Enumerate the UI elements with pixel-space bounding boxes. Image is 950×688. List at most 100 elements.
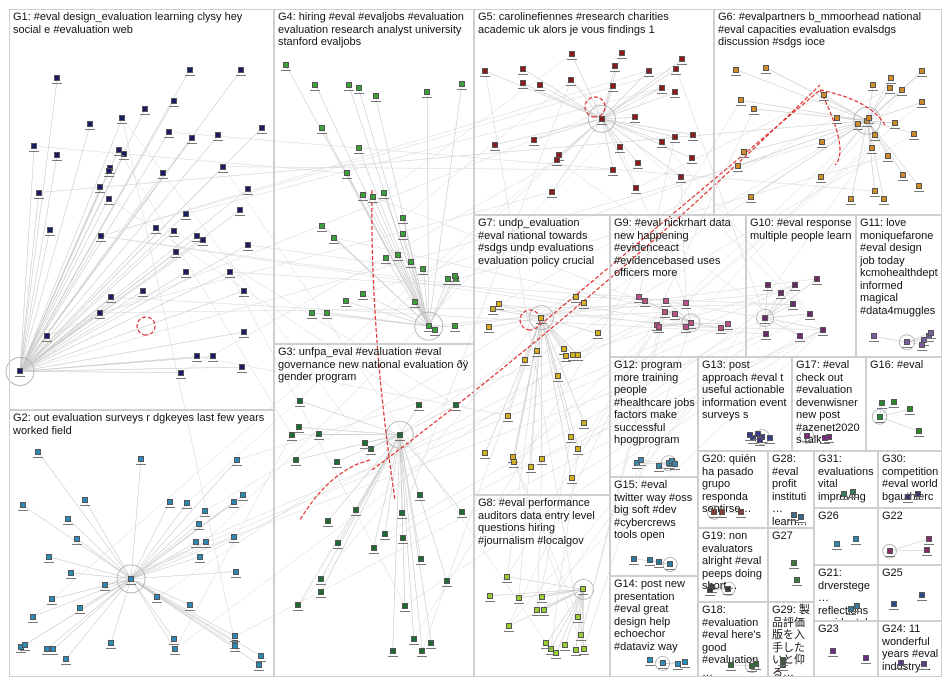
node-g5[interactable]	[658, 138, 665, 145]
node-g8[interactable]	[543, 640, 550, 647]
node-g6[interactable]	[866, 115, 873, 122]
node-g7[interactable]	[563, 352, 570, 359]
node-g2[interactable]	[50, 646, 57, 653]
node-g4[interactable]	[343, 170, 350, 177]
node-g26[interactable]	[853, 535, 860, 542]
node-g15[interactable]	[667, 561, 674, 568]
node-g6[interactable]	[891, 120, 898, 127]
node-g3[interactable]	[416, 492, 423, 499]
node-g16[interactable]	[907, 406, 914, 413]
node-g2[interactable]	[138, 456, 145, 462]
node-g9[interactable]	[663, 297, 670, 304]
node-g1[interactable]	[189, 135, 196, 142]
node-g2[interactable]	[67, 569, 74, 576]
node-g4[interactable]	[359, 191, 366, 198]
node-g3[interactable]	[361, 439, 368, 446]
node-g1[interactable]	[105, 167, 112, 174]
node-g11[interactable]	[927, 329, 934, 336]
node-g30[interactable]	[905, 493, 912, 500]
node-g3[interactable]	[389, 648, 396, 655]
node-g4[interactable]	[372, 93, 379, 100]
node-g1[interactable]	[171, 227, 178, 234]
node-g6[interactable]	[871, 132, 878, 139]
node-g2[interactable]	[231, 633, 238, 640]
node-g3[interactable]	[317, 576, 324, 583]
node-g30[interactable]	[915, 490, 922, 497]
node-g20[interactable]	[737, 509, 744, 516]
node-g6[interactable]	[887, 84, 894, 91]
node-g4[interactable]	[399, 214, 406, 221]
node-g10[interactable]	[792, 281, 799, 288]
node-g1[interactable]	[173, 248, 180, 255]
node-g7[interactable]	[595, 330, 602, 337]
node-g4[interactable]	[458, 80, 465, 87]
node-g6[interactable]	[885, 153, 892, 160]
node-g4[interactable]	[312, 81, 319, 88]
node-g4[interactable]	[420, 266, 427, 273]
node-g3[interactable]	[335, 540, 342, 547]
node-g1[interactable]	[183, 269, 190, 276]
node-g6[interactable]	[818, 174, 825, 181]
node-g31[interactable]	[840, 491, 847, 498]
node-g28[interactable]	[790, 512, 797, 519]
node-g3[interactable]	[399, 535, 406, 542]
node-g7[interactable]	[575, 445, 582, 452]
node-g3[interactable]	[318, 588, 325, 595]
node-g4[interactable]	[408, 259, 415, 266]
node-g4[interactable]	[411, 298, 418, 305]
node-g23[interactable]	[863, 654, 870, 661]
node-g8[interactable]	[580, 645, 587, 652]
node-g7[interactable]	[522, 356, 529, 363]
node-g12[interactable]	[656, 462, 663, 469]
node-g2[interactable]	[231, 499, 238, 506]
node-g2[interactable]	[193, 539, 200, 546]
node-g5[interactable]	[645, 67, 652, 74]
node-g1[interactable]	[46, 226, 53, 233]
node-g1[interactable]	[17, 368, 23, 375]
node-g5[interactable]	[688, 155, 695, 162]
node-g13[interactable]	[756, 436, 763, 443]
node-g3[interactable]	[295, 602, 302, 609]
node-g3[interactable]	[410, 635, 417, 642]
node-g15[interactable]	[655, 558, 662, 565]
node-g4[interactable]	[355, 145, 362, 152]
node-g3[interactable]	[419, 648, 426, 655]
node-g31[interactable]	[849, 488, 856, 495]
node-g3[interactable]	[415, 402, 422, 409]
node-g5[interactable]	[633, 185, 640, 192]
node-g1[interactable]	[237, 67, 244, 74]
node-g4[interactable]	[424, 88, 431, 95]
node-g9[interactable]	[687, 319, 694, 326]
node-g1[interactable]	[87, 121, 94, 128]
node-g1[interactable]	[31, 143, 38, 150]
node-g2[interactable]	[256, 661, 263, 668]
node-g2[interactable]	[184, 499, 191, 506]
node-g5[interactable]	[672, 89, 679, 96]
node-g1[interactable]	[241, 328, 248, 335]
node-g4[interactable]	[318, 124, 325, 131]
node-g6[interactable]	[751, 105, 758, 112]
node-g6[interactable]	[868, 145, 875, 152]
node-g2[interactable]	[197, 553, 204, 560]
node-g8[interactable]	[572, 647, 579, 654]
node-g7[interactable]	[534, 348, 541, 355]
node-g15[interactable]	[647, 557, 654, 564]
node-g9[interactable]	[724, 320, 731, 327]
node-g5[interactable]	[520, 65, 527, 72]
node-g3[interactable]	[296, 424, 303, 431]
node-g16[interactable]	[916, 428, 923, 435]
node-g10[interactable]	[797, 332, 804, 339]
node-g1[interactable]	[107, 294, 114, 301]
node-g24[interactable]	[921, 661, 928, 668]
node-g8[interactable]	[504, 573, 511, 580]
node-g1[interactable]	[35, 189, 42, 196]
node-g7[interactable]	[581, 420, 588, 427]
node-g20[interactable]	[719, 508, 726, 515]
node-g1[interactable]	[153, 225, 160, 232]
node-g1[interactable]	[215, 132, 222, 139]
node-g3[interactable]	[401, 602, 408, 609]
node-g1[interactable]	[54, 75, 61, 82]
node-g4[interactable]	[359, 290, 366, 297]
node-g1[interactable]	[97, 309, 104, 316]
node-g7[interactable]	[482, 449, 489, 456]
